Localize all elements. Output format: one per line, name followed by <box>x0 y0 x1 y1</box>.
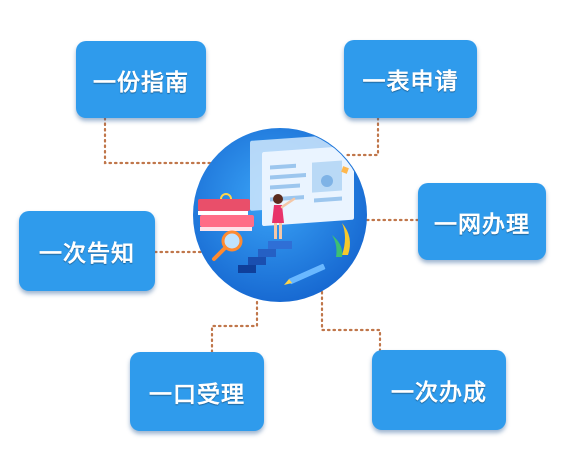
connector-yici-bancheng <box>320 290 382 352</box>
node-yifen-zhinan[interactable]: 一份指南 <box>76 41 206 118</box>
online-service-illustration <box>193 128 367 302</box>
decor-square <box>341 166 349 174</box>
node-yibiao-shenqing[interactable]: 一表申请 <box>344 40 477 118</box>
person-icon <box>272 194 296 239</box>
node-label: 一口受理 <box>149 381 245 408</box>
node-yiwang-banli[interactable]: 一网办理 <box>418 183 546 260</box>
node-yici-bancheng[interactable]: 一次办成 <box>372 350 506 430</box>
node-label: 一次告知 <box>39 241 135 267</box>
stairs-icon <box>238 241 292 273</box>
node-yikou-shouli[interactable]: 一口受理 <box>130 352 264 431</box>
node-label: 一份指南 <box>93 69 189 96</box>
connector-yibiao-shenqing <box>343 116 380 157</box>
magnifier-icon <box>212 230 243 261</box>
plant-icon <box>332 223 350 257</box>
node-label: 一次办成 <box>391 380 487 406</box>
pencil-icon <box>284 263 326 285</box>
books-icon <box>198 199 254 231</box>
web-page-panels <box>250 134 354 226</box>
connector-yikou-shouli <box>210 296 259 354</box>
node-label: 一网办理 <box>434 211 530 238</box>
connector-yifen-zhinan <box>103 116 217 165</box>
node-label: 一表申请 <box>362 69 459 95</box>
node-yici-gaozhi[interactable]: 一次告知 <box>19 211 155 291</box>
